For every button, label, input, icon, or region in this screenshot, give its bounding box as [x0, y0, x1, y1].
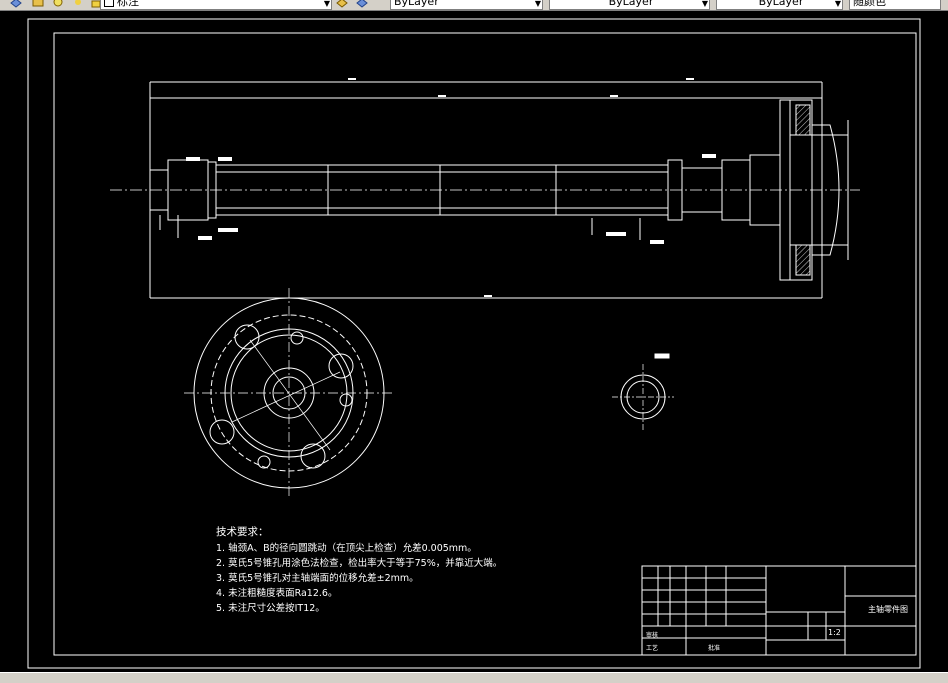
make-current-layer-icon[interactable] [336, 0, 348, 8]
color-dropdown[interactable]: ByLayer ▼ [390, 0, 543, 10]
tech-note: 2. 莫氏5号锥孔用涂色法检查，检出率大于等于75%，并靠近大端。 [216, 557, 502, 569]
plot-style-dropdown[interactable]: 随颜色 [849, 0, 941, 10]
technical-requirements: 技术要求： 1. 轴颈A、B的径向圆跳动（在顶尖上检查）允差0.005mm。 2… [216, 525, 502, 614]
tech-note: 4. 未注粗糙度表面Ra12.6。 [216, 587, 337, 599]
dimension-tag [348, 78, 356, 80]
label-designer: 审核 [646, 631, 658, 639]
tech-title: 技术要求： [216, 525, 269, 538]
title-block [641, 565, 917, 656]
dimension-tag [218, 157, 232, 161]
sheet-border [27, 18, 921, 669]
tech-note: 1. 轴颈A、B的径向圆跳动（在顶尖上检查）允差0.005mm。 [216, 542, 477, 554]
dimension-tag [198, 236, 212, 240]
label-process: 工艺 [646, 644, 658, 652]
chevron-down-icon: ▼ [323, 0, 330, 8]
lineweight-dropdown-value: ByLayer [758, 0, 804, 8]
plot-style-value: 随颜色 [853, 0, 886, 8]
color-dropdown-value: ByLayer [394, 0, 439, 8]
dimension-tag [186, 157, 200, 161]
drawing-canvas[interactable]: 主轴零件图 1:2 审核 工艺 批准 技术要求： 1. 轴颈A、B的径向圆跳动（… [0, 11, 948, 672]
dim-style-dropdown[interactable]: 标注 ▼ [100, 0, 332, 10]
dimension-tag [438, 95, 446, 97]
dimension-tag [606, 232, 626, 236]
dimension-tag [218, 228, 238, 232]
chevron-down-icon: ▼ [701, 0, 708, 8]
linetype-dropdown-value: ByLayer [608, 0, 654, 8]
drawing-frame [53, 32, 917, 656]
lightbulb-icon[interactable] [52, 0, 64, 8]
linetype-dropdown[interactable]: ByLayer ▼ [549, 0, 710, 10]
previous-layer-icon[interactable] [356, 0, 368, 8]
label-approve: 批准 [708, 644, 720, 652]
dimension-tag [702, 154, 716, 158]
tech-note: 5. 未注尺寸公差按IT12。 [216, 602, 325, 614]
drawing-scale: 1:2 [828, 628, 841, 637]
dimension-labels [186, 78, 716, 297]
shaft-main-view [110, 81, 860, 299]
spline-section-view [612, 353, 674, 430]
sun-icon[interactable] [72, 0, 84, 8]
dimension-tag [686, 78, 694, 80]
chevron-down-icon: ▼ [534, 0, 541, 8]
dim-style-value: 标注 [117, 0, 139, 8]
flange-end-view [184, 288, 394, 498]
cad-drawing: 主轴零件图 1:2 审核 工艺 批准 技术要求： 1. 轴颈A、B的径向圆跳动（… [27, 18, 921, 669]
chevron-down-icon: ▼ [834, 0, 841, 8]
tech-note: 3. 莫氏5号锥孔对主轴端面的位移允差±2mm。 [216, 572, 419, 584]
layer-properties-icon[interactable] [32, 0, 44, 8]
lineweight-dropdown[interactable]: ByLayer ▼ [716, 0, 843, 10]
dimension-tag [650, 240, 664, 244]
toolbar: 标注 ▼ ByLayer ▼ ByLayer ▼ ByLayer ▼ 随颜色 [0, 0, 948, 11]
status-bar [0, 672, 948, 683]
drawing-name: 主轴零件图 [868, 604, 908, 614]
dimension-tag [484, 295, 492, 297]
dimension-tag [610, 95, 618, 97]
layer-states-icon[interactable] [10, 0, 22, 8]
color-swatch-icon [104, 0, 114, 7]
